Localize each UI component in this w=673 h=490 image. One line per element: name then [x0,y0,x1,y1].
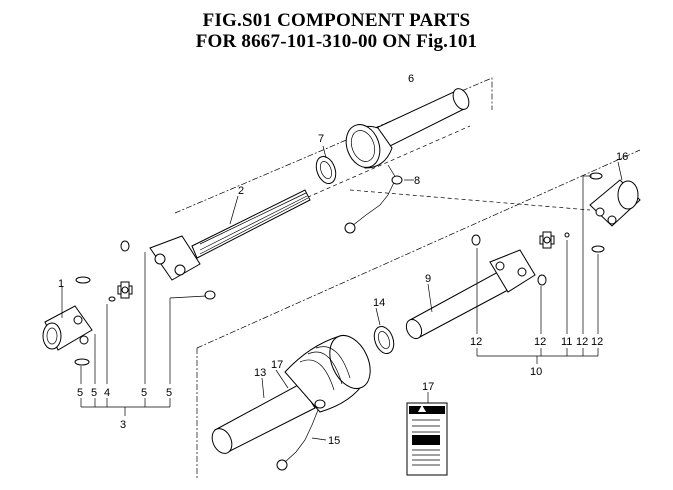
part-9-inner-tube [405,249,536,340]
page-title-line2: FOR 8667-101-310-00 ON Fig.101 [195,31,478,52]
leader-lines-left [80,252,207,416]
page-title-line1: FIG.S01 COMPONENT PARTS [202,10,471,31]
part-17-warning-label [406,392,448,476]
callout-14: 14 [373,297,385,309]
part-6-outer-guard-tube [345,88,470,169]
callout-1: 1 [58,278,64,290]
part-8-safety-chain [344,164,414,234]
callout-6: 6 [408,73,414,85]
callout-8: 8 [414,175,420,187]
callout-12d: 12 [591,336,603,348]
callout-2: 2 [238,185,244,197]
callout-5d: 5 [166,387,172,399]
callout-10: 10 [530,366,542,378]
leader-lines-right [476,175,599,364]
part-1-yoke-left [42,286,93,351]
callout-13: 13 [254,367,266,379]
callout-11: 11 [561,336,572,348]
part-13-guard-tube-bellows [211,335,371,454]
callout-12c: 12 [576,336,588,348]
cross-journal-right [539,231,570,249]
callout-16: 16 [616,151,628,163]
cross-journal-left [108,281,133,302]
callout-5c: 5 [141,387,147,399]
callout-12b: 12 [534,336,546,348]
callout-12a: 12 [470,336,482,348]
part-7-bearing-ring [315,145,337,185]
callout-17a: 17 [271,359,283,371]
callout-5a: 5 [77,387,83,399]
part-2-splined-inner-tube [149,189,311,281]
callout-9: 9 [425,273,431,285]
callout-7: 7 [318,133,324,145]
part-15-safety-chain [276,399,327,471]
callout-15: 15 [328,435,340,447]
callout-4: 4 [104,387,110,399]
part-14-bearing-ring [373,307,395,355]
callout-5b: 5 [91,387,97,399]
part-16-yoke-right [589,161,641,227]
callout-3: 3 [120,419,126,431]
callout-17b: 17 [422,381,434,393]
